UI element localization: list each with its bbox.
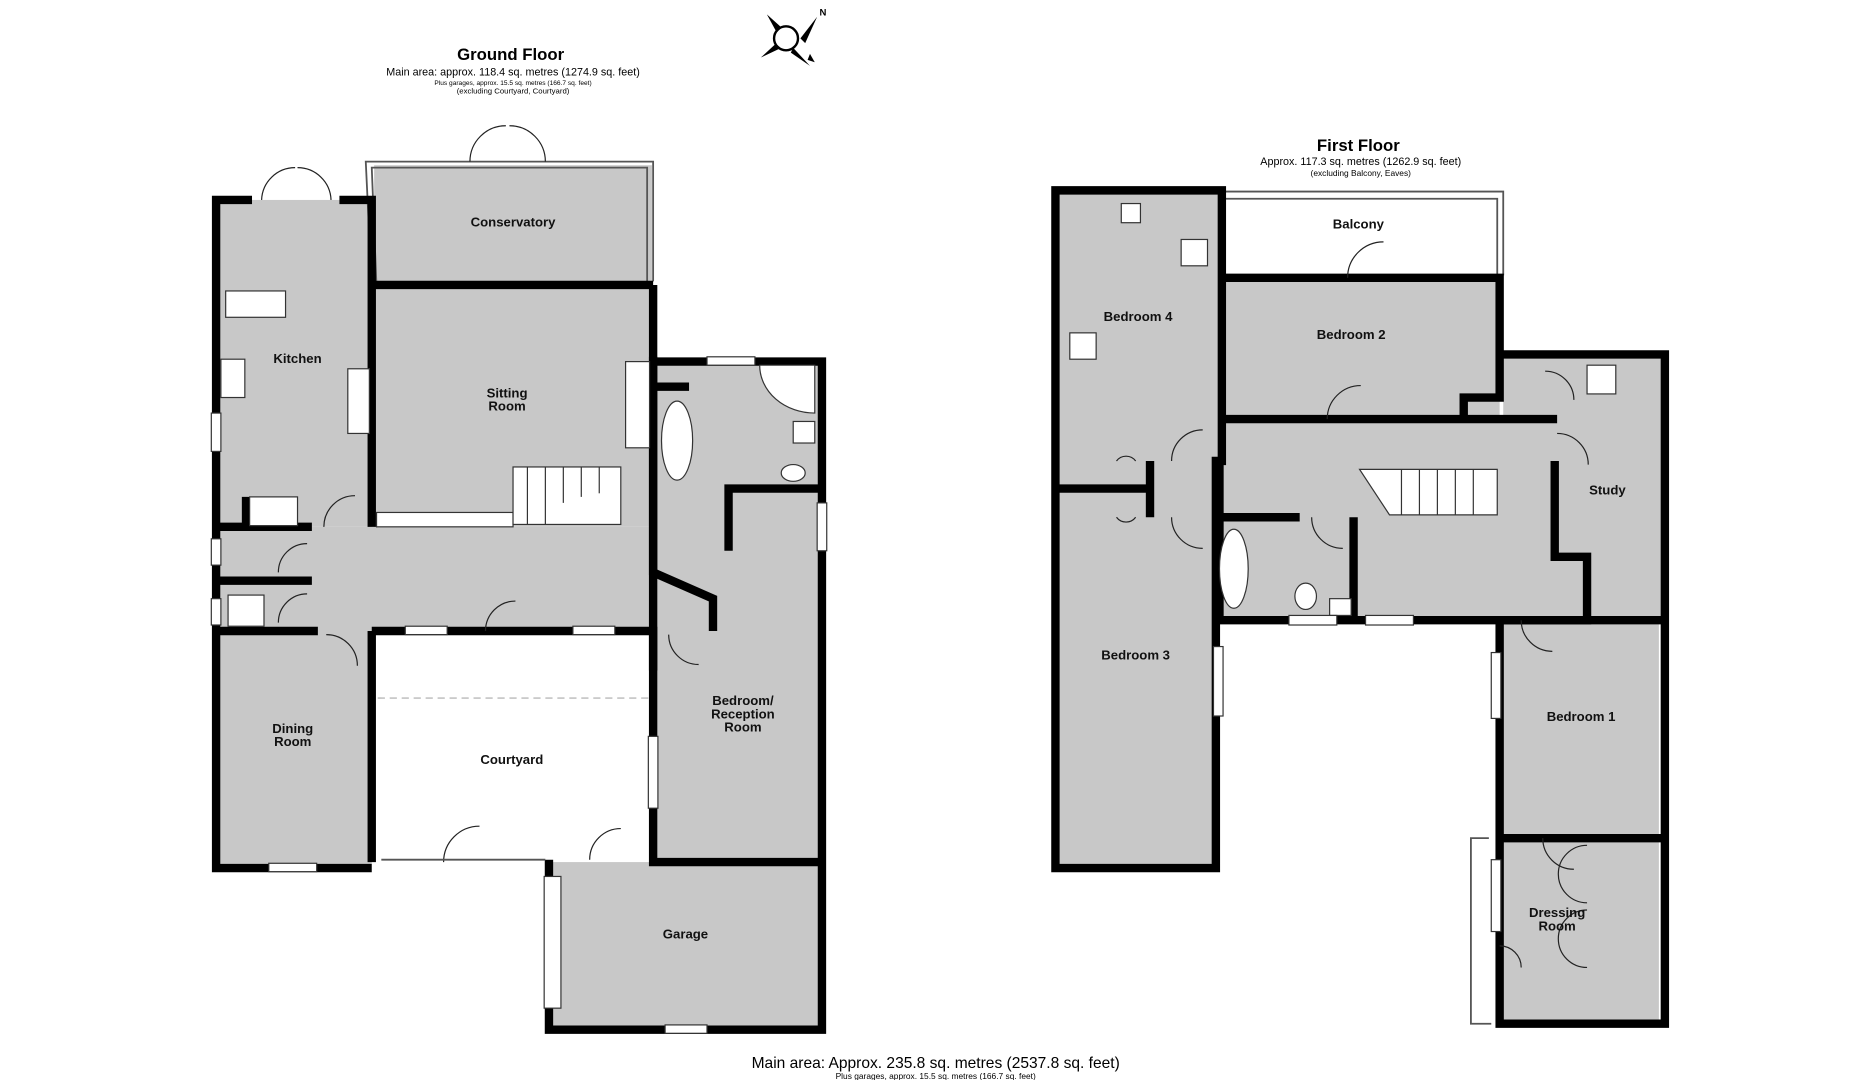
room-label-courtyard: Courtyard: [480, 752, 543, 767]
bedroom-4-3-area: [1059, 193, 1220, 865]
compass-north-label: N: [820, 8, 827, 19]
room-label-sitting-1: Sitting: [487, 386, 528, 401]
staircase: [512, 466, 622, 526]
room-label-conservatory: Conservatory: [471, 214, 556, 229]
first-floor-area: Approx. 117.3 sq. metres (1262.9 sq. fee…: [1260, 156, 1461, 168]
room-label-balcony: Balcony: [1333, 217, 1385, 232]
bedroom-2-area: [1219, 281, 1500, 420]
ground-floor-garages: Plus garages, approx. 15.5 sq. metres (1…: [434, 80, 591, 87]
total-area: Main area: Approx. 235.8 sq. metres (253…: [752, 1055, 1120, 1072]
room-label-study: Study: [1589, 483, 1626, 498]
garage-area: [548, 859, 822, 1028]
shower: [759, 364, 816, 414]
dining-room-area: [216, 630, 372, 865]
room-label-garage: Garage: [663, 927, 708, 942]
room-label-kitchen: Kitchen: [273, 351, 321, 366]
first-floor-title: First Floor: [1317, 136, 1400, 155]
ground-floor-excluding: (excluding Courtyard, Courtyard): [457, 86, 570, 95]
room-label-dining-2: Room: [274, 734, 311, 749]
bedroom-1-dressing-area: [1497, 620, 1659, 1022]
room-label-bedroom-3: Bedroom 3: [1101, 648, 1170, 663]
staircase: [1358, 468, 1498, 516]
room-label-dining-1: Dining: [272, 721, 313, 736]
compass-icon: N: [760, 8, 827, 66]
room-label-bedroom-2: Bedroom 2: [1317, 327, 1386, 342]
ground-floor-area: Main area: approx. 118.4 sq. metres (127…: [386, 66, 640, 78]
room-label-bedroom-reception-2: Reception: [711, 706, 775, 721]
room-label-sitting-2: Room: [488, 399, 525, 414]
conservatory-area: [374, 165, 652, 285]
total-garages: Plus garages, approx. 15.5 sq. metres (1…: [836, 1071, 1036, 1080]
room-label-bedroom-reception-3: Room: [724, 720, 761, 735]
room-label-bedroom-reception-1: Bedroom/: [712, 693, 774, 708]
kitchen-sink: [225, 290, 287, 318]
first-floor-plan: Balcony Bedroom 4 Bedroom 2 Study Bedroo…: [1051, 186, 1670, 1028]
hob: [220, 358, 246, 399]
ground-floor-title: Ground Floor: [457, 45, 564, 64]
room-label-bedroom-4: Bedroom 4: [1104, 309, 1173, 324]
bath: [660, 400, 694, 481]
ground-floor-plan: Conservatory Kitchen Sitting Room Dining…: [210, 125, 828, 1034]
room-label-dressing-1: Dressing: [1529, 905, 1585, 920]
room-label-dressing-2: Room: [1538, 918, 1575, 933]
first-floor-excluding: (excluding Balcony, Eaves): [1311, 168, 1412, 178]
room-label-bedroom-1: Bedroom 1: [1547, 709, 1616, 724]
